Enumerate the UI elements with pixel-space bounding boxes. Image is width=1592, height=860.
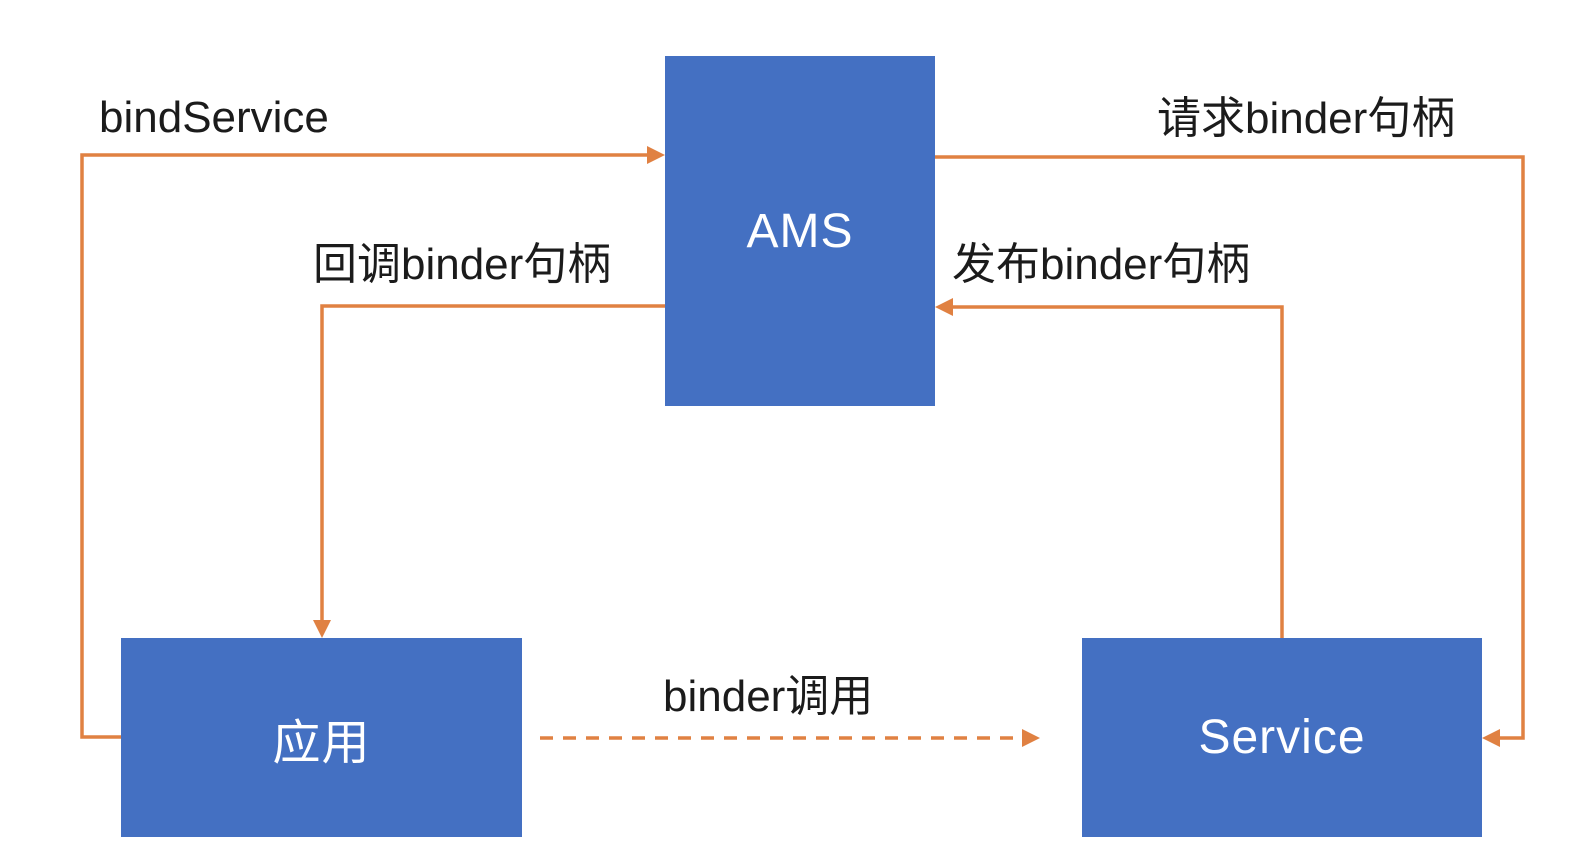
edge-request-binder-line: [935, 155, 1525, 740]
edge-bindservice-line: [80, 153, 648, 739]
node-app: 应用: [121, 638, 522, 837]
node-service: Service: [1082, 638, 1482, 837]
edge-publish-binder-arrowhead-icon: [935, 298, 953, 316]
edge-binder-call-arrowhead-icon: [1022, 729, 1040, 747]
node-app-label: 应用: [272, 716, 371, 770]
edge-callback-binder-arrowhead-icon: [313, 620, 331, 638]
edge-label-bindservice: bindService: [99, 93, 329, 142]
edge-callback-binder-line: [320, 304, 665, 621]
node-service-label: Service: [1198, 711, 1366, 764]
edge-label-callback-binder: 回调binder句柄: [313, 240, 612, 289]
edge-label-publish-binder: 发布binder句柄: [952, 240, 1251, 289]
edge-label-binder-call: binder调用: [663, 672, 874, 721]
edge-bindservice-arrowhead-icon: [647, 146, 665, 164]
edge-publish-binder-line: [952, 305, 1284, 638]
node-ams: AMS: [665, 56, 935, 406]
edge-request-binder-arrowhead-icon: [1482, 729, 1500, 747]
node-ams-label: AMS: [746, 204, 854, 258]
edge-label-request-binder: 请求binder句柄: [1157, 94, 1456, 143]
